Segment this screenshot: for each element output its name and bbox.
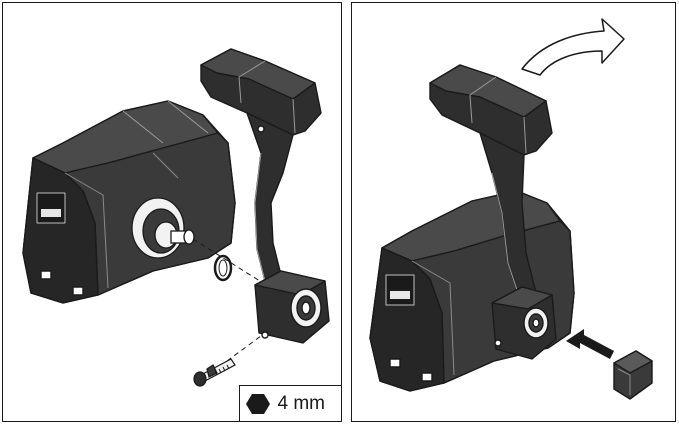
rotation-arrow bbox=[521, 18, 625, 76]
exploded-view-illustration bbox=[22, 48, 330, 387]
tool-size-label: 4 mm bbox=[277, 392, 326, 414]
insert-arrow bbox=[566, 329, 614, 359]
hex-bolt bbox=[193, 358, 236, 387]
panel-left: 4 mm bbox=[2, 2, 342, 422]
shaft-hub bbox=[131, 197, 195, 259]
assembled-view-illustration bbox=[369, 18, 653, 400]
tool-size-callout: 4 mm bbox=[238, 384, 341, 421]
panel-right bbox=[351, 2, 676, 422]
control-lever bbox=[200, 48, 330, 344]
hub-cap bbox=[613, 350, 653, 400]
control-lever bbox=[429, 64, 557, 360]
alignment-lines bbox=[192, 238, 266, 362]
o-ring bbox=[213, 254, 233, 282]
hex-key-icon bbox=[245, 393, 270, 414]
control-box-housing bbox=[22, 100, 236, 304]
control-box-housing bbox=[369, 190, 575, 392]
